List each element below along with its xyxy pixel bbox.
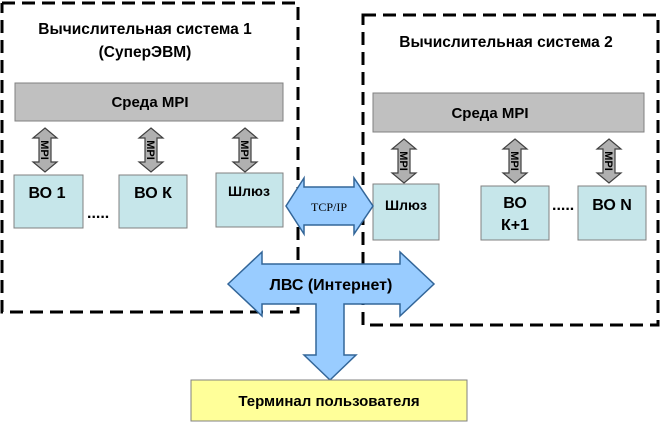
node-von-label: ВО N	[592, 197, 632, 214]
node-gateway2	[372, 183, 440, 241]
lan-arrow	[226, 250, 436, 382]
mpi-arrow-label: MPI	[238, 140, 250, 160]
node-gateway1-label: Шлюз	[228, 183, 270, 199]
mpi-env-label-system2: Среда MPI	[451, 105, 528, 122]
system2-frame	[361, 13, 660, 327]
node-vok1-label-line1: ВО	[503, 195, 527, 212]
system1-title: Вычислительная система 1	[38, 21, 252, 38]
user-terminal-label: Терминал пользователя	[238, 393, 419, 410]
system1-subtitle: (СуперЭВМ)	[99, 44, 192, 61]
node-gateway1	[215, 172, 284, 228]
mpi-arrow-vok: MPI	[138, 127, 164, 173]
mpi-arrow-label: MPI	[397, 151, 409, 171]
mpi-env-bar-system2	[372, 92, 645, 133]
mpi-arrow-label: MPI	[144, 140, 156, 160]
mpi-arrow-gateway1: MPI	[232, 127, 258, 173]
mpi-arrow-label: MPI	[602, 151, 614, 171]
lan-label: ЛВС (Интернет)	[270, 277, 393, 294]
mpi-env-bar-system1	[14, 82, 284, 122]
user-terminal	[190, 379, 468, 422]
dots-system2: .....	[552, 197, 574, 214]
mpi-arrow-von: MPI	[596, 138, 622, 184]
node-vo1	[13, 174, 84, 229]
tcpip-label: TCP/IP	[311, 200, 347, 214]
node-vok1-label-line2: К+1	[501, 217, 529, 234]
mpi-arrow-label: MPI	[38, 140, 50, 160]
node-von	[577, 185, 647, 241]
node-gateway2-label: Шлюз	[385, 197, 427, 213]
node-vok1	[480, 185, 550, 241]
tcpip-arrow	[285, 175, 374, 237]
mpi-env-label-system1: Среда MPI	[111, 94, 188, 111]
mpi-arrow-vok1: MPI	[502, 138, 528, 184]
node-vo1-label: ВО 1	[29, 185, 66, 202]
node-vok-label: ВО К	[134, 185, 172, 202]
dots-system1: .....	[87, 205, 109, 222]
mpi-arrow-gateway2: MPI	[391, 138, 417, 184]
system1-frame	[0, 1, 300, 314]
mpi-arrow-label: MPI	[508, 151, 520, 171]
system2-title: Вычислительная система 2	[399, 34, 612, 51]
node-vok	[118, 174, 188, 229]
mpi-arrow-vo1: MPI	[32, 127, 58, 173]
